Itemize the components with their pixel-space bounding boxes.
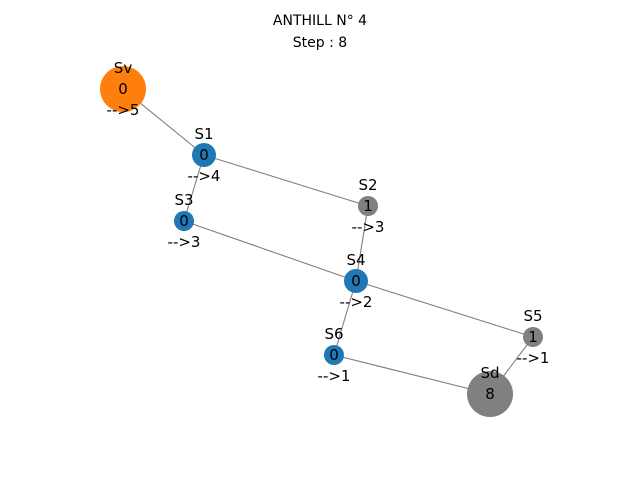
node-S6: S6 0 -->1 [318, 325, 351, 385]
node-count-S1: 0 [199, 146, 209, 164]
node-next-Sv: -->5 [107, 101, 140, 119]
node-S4: S4 0 -->2 [340, 251, 373, 311]
node-circle-Sd [467, 371, 513, 417]
edge-S4-S6 [333, 280, 357, 356]
node-next-S2: -->3 [352, 218, 385, 236]
node-circle-S6 [324, 345, 344, 365]
graph-title: ANTHILL N° 4 [272, 13, 368, 29]
node-name-S5: S5 [523, 307, 542, 325]
node-name-S2: S2 [358, 176, 377, 194]
node-S3: S3 0 -->3 [168, 191, 201, 251]
node-Sv: Sv 0 -->5 [100, 59, 146, 119]
edge-S2-S4 [355, 205, 369, 282]
node-S2: S2 1 -->3 [352, 176, 385, 236]
edge-S4-S5 [355, 280, 534, 338]
node-S1: S1 0 -->4 [188, 125, 221, 185]
node-circle-S3 [174, 211, 194, 231]
node-name-Sv: Sv [114, 59, 133, 77]
node-S5: S5 1 -->1 [517, 307, 550, 367]
node-next-S3: -->3 [168, 233, 201, 251]
node-count-S6: 0 [329, 346, 339, 364]
node-circle-S1 [192, 143, 216, 167]
node-name-S1: S1 [194, 125, 213, 143]
edge-S3-S4 [183, 220, 357, 282]
node-next-S4: -->2 [340, 293, 373, 311]
node-Sd: Sd 8 [467, 364, 513, 417]
edge-S1-S2 [203, 154, 369, 207]
node-name-Sd: Sd [480, 364, 499, 382]
node-name-S6: S6 [324, 325, 343, 343]
step-counter: Step : 8 [292, 35, 348, 51]
node-name-S3: S3 [174, 191, 193, 209]
node-count-Sd: 8 [485, 385, 495, 403]
node-next-S5: -->1 [517, 349, 550, 367]
node-name-S4: S4 [346, 251, 365, 269]
node-count-S3: 0 [179, 212, 189, 230]
node-count-Sv: 0 [118, 80, 128, 98]
node-next-S6: -->1 [318, 367, 351, 385]
node-circle-S2 [358, 196, 378, 216]
node-count-S5: 1 [528, 328, 538, 346]
node-next-S1: -->4 [188, 167, 221, 185]
node-circle-S5 [523, 327, 543, 347]
node-count-S4: 0 [351, 272, 361, 290]
node-count-S2: 1 [363, 197, 373, 215]
node-circle-Sv [100, 66, 146, 112]
edge-S6-Sd [333, 354, 491, 395]
node-circle-S4 [344, 269, 368, 293]
